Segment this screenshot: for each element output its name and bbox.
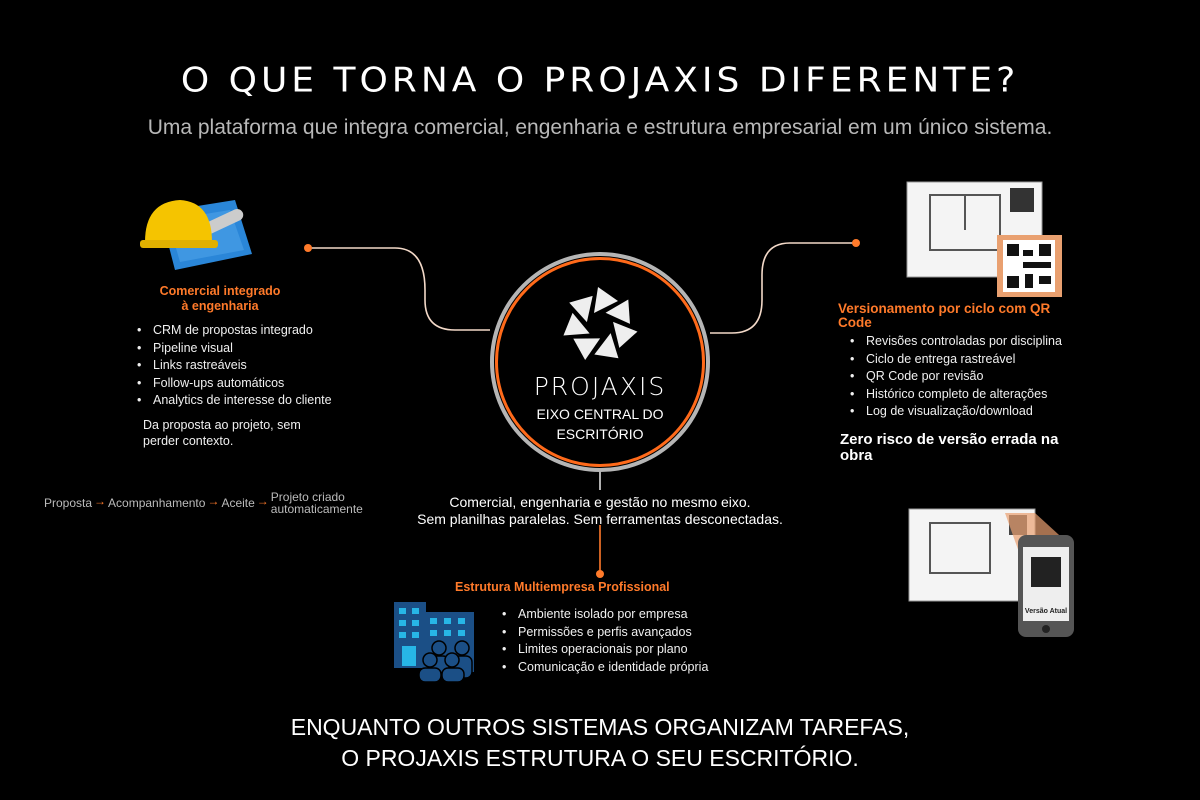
list-item: Permissões e perfis avançados: [500, 624, 708, 642]
list-item: Limites operacionais por plano: [500, 641, 708, 659]
bottom-feature-list: Ambiente isolado por empresa Permissões …: [500, 606, 708, 676]
list-item: QR Code por revisão: [848, 368, 1062, 386]
footer-line: ENQUANTO OUTROS SISTEMAS ORGANIZAM TAREF…: [290, 714, 910, 740]
buildings-people-icon: [394, 602, 474, 682]
caption-line: Sem planilhas paralelas. Sem ferramentas…: [417, 511, 783, 527]
list-item: CRM de propostas integrado: [135, 322, 332, 340]
list-item: Log de visualização/download: [848, 403, 1062, 421]
phone-qr-scan-icon: Versão Atual: [908, 508, 1074, 637]
list-item: Pipeline visual: [135, 340, 332, 358]
highlight-line: Zero risco de versão errada na: [840, 431, 1059, 448]
list-item: Ciclo de entrega rastreável: [848, 351, 1062, 369]
caption-line: Comercial, engenharia e gestão no mesmo …: [449, 494, 751, 510]
center-caption: Comercial, engenharia e gestão no mesmo …: [400, 494, 800, 528]
hardhat-blueprint-icon: [140, 200, 252, 270]
tagline-line: EIXO CENTRAL DO: [536, 406, 664, 422]
flow-step: Proposta: [44, 496, 93, 510]
flow-step: Aceite: [221, 496, 255, 510]
blueprint-qr-icon: [906, 181, 1062, 297]
flow-step: Acompanhamento: [108, 496, 206, 510]
page-subtitle: Uma plataforma que integra comercial, en…: [147, 116, 1053, 139]
arrow-right-icon: →: [94, 494, 107, 508]
list-item: Histórico completo de alterações: [848, 386, 1062, 404]
list-item: Ambiente isolado por empresa: [500, 606, 708, 624]
list-item: Analytics de interesse do cliente: [135, 392, 332, 410]
left-note: Da proposta ao projeto, sem perder contex…: [143, 417, 301, 449]
brand-name: PROJAXIS: [533, 372, 667, 401]
title-line: Comercial integrado: [159, 284, 281, 298]
footer-statement: ENQUANTO OUTROS SISTEMAS ORGANIZAM TAREF…: [0, 712, 1200, 774]
title-line: Versionamento por ciclo com QR: [838, 301, 1051, 316]
title-line: Code: [838, 315, 872, 330]
title-line: à engenharia: [181, 299, 259, 313]
note-line: perder contexto.: [143, 434, 234, 448]
right-feature-list: Revisões controladas por disciplina Cicl…: [848, 333, 1062, 421]
brand-tagline: EIXO CENTRAL DO ESCRITÓRIO: [490, 404, 710, 444]
list-item: Comunicação e identidade própria: [500, 659, 708, 677]
list-item: Links rastreáveis: [135, 357, 332, 375]
list-item: Follow-ups automáticos: [135, 375, 332, 393]
page-title: O QUE TORNA O PROJAXIS DIFERENTE?: [180, 61, 1020, 100]
arrow-right-icon: →: [207, 494, 220, 508]
flow-step-line: Projeto criado: [270, 490, 345, 504]
note-line: Da proposta ao projeto, sem: [143, 418, 301, 432]
footer-line: O PROJAXIS ESTRUTURA O SEU ESCRITÓRIO.: [341, 745, 859, 771]
bottom-title: Estrutura Multiempresa Profissional: [455, 580, 670, 594]
arrow-right-icon: →: [256, 494, 269, 508]
tagline-line: ESCRITÓRIO: [556, 426, 644, 442]
phone-label: Versão Atual: [1025, 608, 1067, 615]
list-item: Revisões controladas por disciplina: [848, 333, 1062, 351]
aperture-icon: [558, 287, 641, 365]
left-feature-list: CRM de propostas integrado Pipeline visu…: [135, 322, 332, 410]
pipeline-flow: Proposta→ Acompanhamento→ Aceite→ Projet…: [44, 491, 363, 515]
flow-step-line: automaticamente: [270, 502, 363, 516]
highlight-line: obra: [840, 447, 873, 464]
